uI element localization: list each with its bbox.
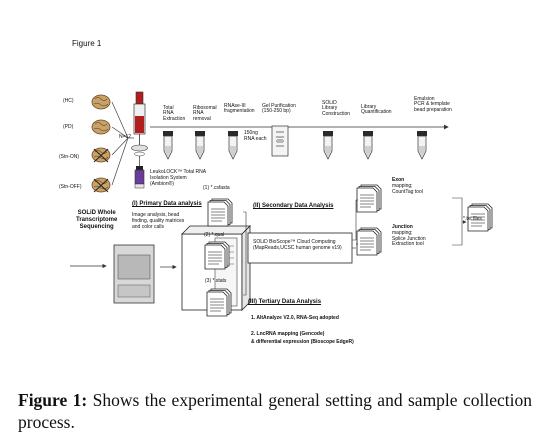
junction-line-1: Junction bbox=[392, 224, 413, 230]
step-emulsion: Emulsion PCR & template bead preparation bbox=[414, 96, 452, 113]
doc-stack-junction bbox=[357, 228, 381, 255]
cloud-line-1: SOLiD BioScope™ Cloud Computing bbox=[253, 239, 336, 245]
cloud-line-2: (MapReads,UCSC human genome v19) bbox=[253, 245, 342, 251]
amount-line-1: 150ng bbox=[244, 130, 258, 136]
file-label-qual: (2) *.qual bbox=[204, 232, 225, 238]
step-library-quant-line-2: Quantification bbox=[361, 109, 392, 116]
group-label-stn-off: (Stn-OFF) bbox=[59, 184, 82, 190]
figure-caption: Figure 1: Shows the experimental general… bbox=[18, 389, 532, 433]
step-rnase-line-2: fragmentation bbox=[224, 108, 255, 115]
leukolock-line-2: Isolation System bbox=[150, 174, 187, 181]
primary-desc-line-1: Image analysis, bead bbox=[132, 212, 180, 218]
step-total-rna: Total RNA Extraction bbox=[163, 105, 186, 122]
junction-line-2: mapping; bbox=[392, 229, 413, 236]
primary-desc-line-3: and color calls bbox=[132, 223, 164, 230]
tertiary-analysis-title: (III) Tertiary Data Analysis bbox=[248, 299, 322, 305]
step-gel: Gel Purification (150-250 bp) bbox=[262, 103, 296, 115]
group-label-stn-on: (Stn-ON) bbox=[59, 154, 79, 160]
doc-stack-stats bbox=[207, 289, 231, 316]
caption-label: Figure 1: bbox=[18, 390, 88, 410]
doc-stack-csfasta bbox=[208, 199, 232, 226]
primary-analysis-desc: Image analysis, bead finding, quality ma… bbox=[132, 212, 185, 230]
file-label-stats: (3) *.stats bbox=[205, 278, 227, 284]
step-gel-line-2: (150-250 bp) bbox=[262, 108, 291, 115]
step-solid-library-line-1: SOLiD bbox=[322, 100, 337, 106]
doc-stack-qual bbox=[205, 242, 229, 269]
step-gel-line-1: Gel Purification bbox=[262, 103, 296, 109]
sample-size-label: N=12 bbox=[119, 134, 132, 140]
file-label-txt: *.txt files bbox=[463, 216, 482, 222]
tertiary-item-2b: & differential expression (Bioscope Edge… bbox=[251, 339, 354, 345]
step-emulsion-line-1: Emulsion bbox=[414, 96, 435, 102]
exon-line-1: Exon bbox=[392, 177, 405, 183]
caption-text: Shows the experimental general setting a… bbox=[18, 390, 532, 432]
secondary-analysis-title: (II) Secondary Data Analysis bbox=[253, 203, 334, 209]
step-ribosomal-line-1: Ribosomal bbox=[193, 105, 217, 111]
tube-icon-rnase bbox=[227, 130, 239, 160]
file-label-csfasta: (1) *.csfasta bbox=[203, 185, 230, 191]
step-solid-library-line-2: Library bbox=[322, 105, 338, 112]
step-rnase: RNAse-III fragmentation bbox=[224, 103, 255, 115]
brain-icon-stn-on bbox=[91, 147, 111, 163]
leukolock-label: LeukoLOCK™ Total RNA Isolation System (A… bbox=[150, 169, 207, 187]
tube-icon-ribosomal bbox=[194, 130, 206, 160]
exon-line-3: CountTag tool bbox=[392, 188, 423, 195]
brain-icon-stn-off bbox=[91, 177, 111, 193]
tertiary-item-2a: 2. LncRNA mapping (Gencode) bbox=[251, 331, 325, 337]
tube-icon-total-rna bbox=[162, 130, 174, 160]
primary-analysis-title: (I) Primary Data analysis bbox=[132, 201, 202, 207]
to-txt-arrows bbox=[452, 197, 467, 246]
server-to-files-bracket bbox=[243, 211, 247, 296]
amount-label: 150ng RNA each bbox=[244, 130, 267, 142]
sequencing-line-2: Transcriptome bbox=[76, 216, 118, 223]
junction-line-3: Splice Junction bbox=[392, 235, 426, 242]
exon-line-2: mapping; bbox=[392, 182, 413, 189]
gel-icon bbox=[271, 125, 289, 157]
brain-icon-hc bbox=[91, 94, 111, 110]
step-library-quant: Library Quantification bbox=[361, 104, 392, 116]
cloud-computing-text: SOLiD BioScope™ Cloud Computing (MapRead… bbox=[253, 239, 342, 251]
leukolock-line-1: LeukoLOCK™ Total RNA bbox=[150, 169, 207, 175]
junction-line-4: Extraction tool bbox=[392, 241, 424, 248]
collection-lines bbox=[111, 101, 134, 186]
tube-icon-library-quant bbox=[362, 130, 374, 160]
step-ribosomal-line-2: RNA bbox=[193, 110, 204, 117]
figure-title: Figure 1 bbox=[72, 39, 102, 48]
step-library-quant-line-1: Library bbox=[361, 104, 377, 110]
step-solid-library-line-3: Construction bbox=[322, 110, 351, 117]
tube-icon-emulsion bbox=[416, 130, 428, 160]
sequencer-instrument-icon bbox=[113, 244, 155, 304]
cloud-computing-box bbox=[247, 232, 353, 264]
step-rnase-line-1: RNAse-III bbox=[224, 103, 246, 109]
step-total-rna-line-3: Extraction bbox=[163, 115, 186, 122]
sequencing-line-1: SOLiD Whole bbox=[77, 210, 116, 216]
junction-mapping-label: Junction mapping; Splice Junction Extrac… bbox=[392, 224, 426, 248]
doc-stack-exon bbox=[357, 185, 381, 212]
step-ribosomal-line-3: removal bbox=[193, 115, 211, 122]
exon-mapping-label: Exon mapping; CountTag tool bbox=[392, 177, 423, 195]
brain-icon-pd bbox=[91, 119, 111, 135]
step-solid-library: SOLiD Library Construction bbox=[322, 100, 351, 117]
step-emulsion-line-3: bead preparation bbox=[414, 106, 452, 113]
step-total-rna-line-1: Total bbox=[163, 105, 174, 111]
leukolock-tube-icon bbox=[134, 166, 145, 189]
filter-disc-icon bbox=[131, 144, 148, 166]
primary-desc-line-2: finding, quality matrices bbox=[132, 217, 185, 224]
sequencing-line-3: Sequencing bbox=[79, 223, 114, 230]
step-ribosomal: Ribosomal RNA removal bbox=[193, 105, 217, 122]
leukolock-line-3: (Ambion®) bbox=[150, 180, 174, 187]
tertiary-item-1: 1. AltAnalyze V2.0, RNA-Seq adopted bbox=[251, 315, 339, 321]
step-emulsion-line-2: PCR & template bbox=[414, 101, 450, 108]
group-label-pd: (PD) bbox=[63, 124, 74, 130]
amount-line-2: RNA each bbox=[244, 135, 267, 142]
sequencing-label: SOLiD Whole Transcriptome Sequencing bbox=[76, 210, 117, 231]
cloud-branch-arrows bbox=[352, 199, 358, 249]
step-total-rna-line-2: RNA bbox=[163, 110, 174, 117]
group-label-hc: (HC) bbox=[63, 98, 74, 104]
tube-icon-solid-library bbox=[322, 130, 334, 160]
syringe-icon bbox=[133, 91, 146, 146]
